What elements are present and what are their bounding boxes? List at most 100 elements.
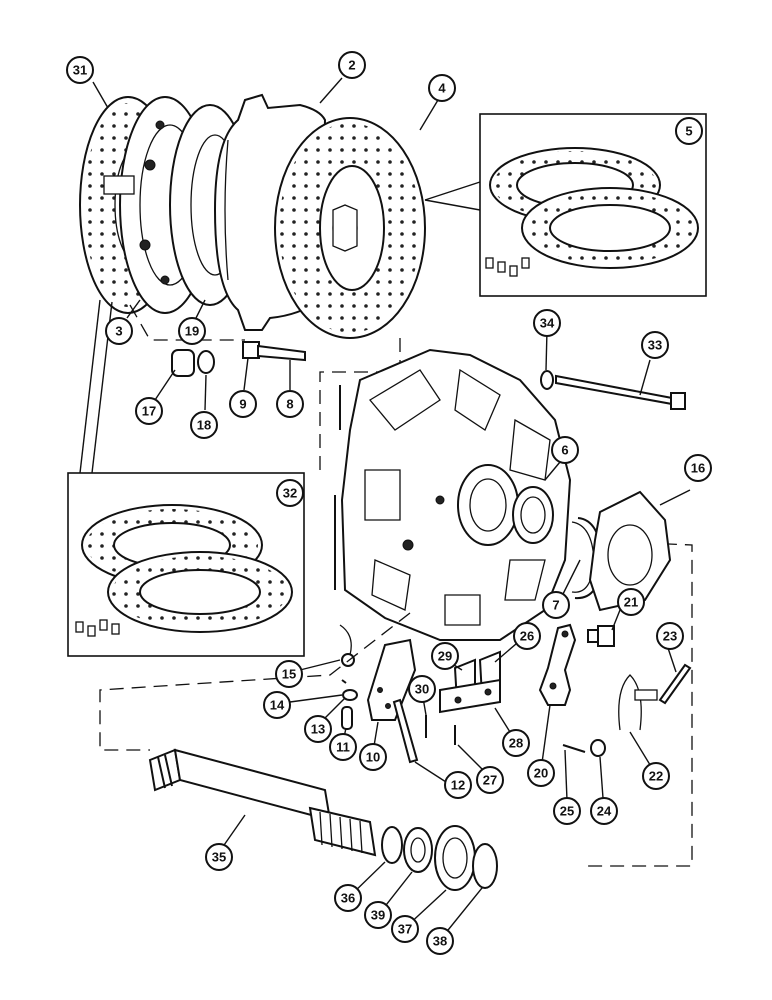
plate-28 bbox=[439, 678, 501, 714]
svg-text:34: 34 bbox=[540, 316, 555, 331]
callout-30: 30 bbox=[408, 675, 436, 703]
pin-12 bbox=[392, 698, 419, 764]
spring-17 bbox=[171, 349, 195, 377]
ring-36 bbox=[381, 826, 403, 864]
housing-6 bbox=[319, 330, 693, 867]
callout-27: 27 bbox=[476, 766, 504, 794]
rivets-5 bbox=[485, 257, 530, 277]
svg-text:22: 22 bbox=[649, 769, 663, 784]
pin-23 bbox=[658, 663, 692, 705]
callout-3: 3 bbox=[105, 317, 133, 345]
svg-text:7: 7 bbox=[552, 598, 559, 613]
clutch-assembly bbox=[79, 93, 426, 339]
callout-23: 23 bbox=[656, 622, 684, 650]
svg-text:8: 8 bbox=[286, 397, 293, 412]
svg-text:38: 38 bbox=[433, 934, 447, 949]
plug-21 bbox=[587, 625, 615, 647]
spring-22 bbox=[618, 663, 692, 731]
callout-24: 24 bbox=[590, 797, 618, 825]
circlip-38 bbox=[472, 843, 498, 889]
svg-text:21: 21 bbox=[624, 595, 638, 610]
bolt-8 bbox=[257, 344, 306, 362]
svg-text:31: 31 bbox=[73, 63, 87, 78]
svg-text:27: 27 bbox=[483, 773, 497, 788]
callout-4: 4 bbox=[428, 74, 456, 102]
svg-text:19: 19 bbox=[185, 324, 199, 339]
svg-text:33: 33 bbox=[648, 338, 662, 353]
callout-35: 35 bbox=[205, 843, 233, 871]
callout-28: 28 bbox=[502, 729, 530, 757]
lever-parts-left bbox=[339, 624, 419, 764]
pin-11 bbox=[341, 706, 353, 730]
nut-9 bbox=[242, 341, 260, 359]
svg-text:20: 20 bbox=[534, 766, 548, 781]
callout-16: 16 bbox=[684, 454, 712, 482]
svg-text:39: 39 bbox=[371, 908, 385, 923]
svg-text:12: 12 bbox=[451, 778, 465, 793]
svg-text:10: 10 bbox=[366, 750, 380, 765]
svg-text:16: 16 bbox=[691, 461, 705, 476]
lever-20 bbox=[538, 623, 577, 706]
bolt-33 bbox=[540, 370, 686, 410]
svg-text:36: 36 bbox=[341, 891, 355, 906]
svg-text:25: 25 bbox=[560, 804, 574, 819]
washer-24 bbox=[590, 739, 606, 757]
svg-text:3: 3 bbox=[115, 324, 122, 339]
pins-26-29 bbox=[439, 650, 501, 714]
washer-18 bbox=[197, 350, 215, 374]
callout-9: 9 bbox=[229, 390, 257, 418]
callout-37: 37 bbox=[391, 915, 419, 943]
callout-25: 25 bbox=[553, 797, 581, 825]
inset-linings-32 bbox=[67, 299, 305, 657]
callout-36: 36 bbox=[334, 884, 362, 912]
washer-13 bbox=[342, 689, 358, 701]
small-parts-row1 bbox=[171, 341, 306, 377]
release-lever-bracket bbox=[103, 175, 135, 195]
callout-21: 21 bbox=[617, 588, 645, 616]
shaft-35 bbox=[148, 748, 377, 857]
svg-text:13: 13 bbox=[311, 722, 325, 737]
callout-20: 20 bbox=[527, 759, 555, 787]
svg-text:32: 32 bbox=[283, 486, 297, 501]
callout-12: 12 bbox=[444, 771, 472, 799]
callout-31: 31 bbox=[66, 56, 94, 84]
callout-32: 32 bbox=[276, 479, 304, 507]
svg-text:28: 28 bbox=[509, 736, 523, 751]
callout-13: 13 bbox=[304, 715, 332, 743]
callout-17: 17 bbox=[135, 397, 163, 425]
svg-text:11: 11 bbox=[336, 740, 350, 755]
spring-15 bbox=[341, 653, 355, 667]
svg-text:37: 37 bbox=[398, 922, 412, 937]
lever-10 bbox=[366, 638, 417, 721]
svg-text:6: 6 bbox=[561, 443, 568, 458]
callout-8: 8 bbox=[276, 390, 304, 418]
callout-7: 7 bbox=[542, 591, 570, 619]
svg-text:9: 9 bbox=[239, 397, 246, 412]
svg-text:2: 2 bbox=[348, 58, 355, 73]
callout-14: 14 bbox=[263, 691, 291, 719]
callout-38: 38 bbox=[426, 927, 454, 955]
rivets-32 bbox=[75, 619, 120, 637]
callout-15: 15 bbox=[275, 660, 303, 688]
callout-5: 5 bbox=[675, 117, 703, 145]
pin-25 bbox=[562, 744, 586, 753]
svg-text:18: 18 bbox=[197, 418, 211, 433]
svg-text:23: 23 bbox=[663, 629, 677, 644]
callout-26: 26 bbox=[513, 622, 541, 650]
callout-19: 19 bbox=[178, 317, 206, 345]
callout-39: 39 bbox=[364, 901, 392, 929]
svg-text:4: 4 bbox=[438, 81, 446, 96]
callout-10: 10 bbox=[359, 743, 387, 771]
bearings bbox=[381, 825, 498, 891]
callout-34: 34 bbox=[533, 309, 561, 337]
callout-22: 22 bbox=[642, 762, 670, 790]
washer-34 bbox=[540, 370, 554, 390]
inset-linings-5 bbox=[424, 113, 707, 297]
svg-text:14: 14 bbox=[270, 698, 285, 713]
callout-33: 33 bbox=[641, 331, 669, 359]
svg-text:15: 15 bbox=[282, 667, 296, 682]
callout-11: 11 bbox=[329, 733, 357, 761]
svg-text:17: 17 bbox=[142, 404, 156, 419]
svg-text:29: 29 bbox=[438, 649, 452, 664]
